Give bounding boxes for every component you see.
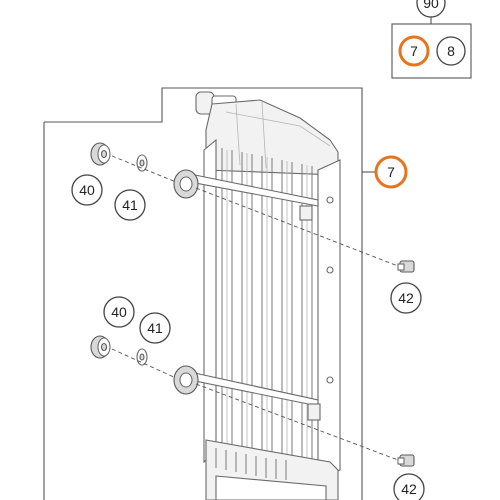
callout-washer-upper-ring [114,189,146,221]
top-tank [205,99,339,176]
bottom-outlet [215,475,327,500]
upper-screw [397,260,415,273]
top-tank-seam [235,103,241,166]
kit-item-7-ring [398,35,430,67]
callout-screw-lower[interactable]: 42 [393,473,425,500]
lower-grommet [90,335,111,359]
callout-grommet-upper-label: 40 [79,182,95,198]
lower-tab [307,403,321,421]
callout-radiator-ring [374,155,408,189]
callout-washer-lower[interactable]: 41 [139,312,171,344]
radiator-core-frame [203,138,217,464]
upper-leader-right [195,187,399,267]
top-tank-edge [225,111,331,147]
callout-screw-upper-label: 42 [398,290,414,306]
callout-grommet-upper-ring [71,174,103,206]
callout-grommet-lower[interactable]: 40 [103,296,135,328]
kit-item-8-ring [436,36,466,66]
rail-hole-1 [326,196,334,204]
kit-parent-callout[interactable]: 90 [416,0,446,18]
callout-grommet-upper[interactable]: 40 [71,174,103,206]
lower-leader-left [111,348,177,379]
callout-washer-lower-ring [139,312,171,344]
callout-washer-lower-label: 41 [147,320,163,336]
upper-leader-left [111,155,177,183]
upper-tab [299,205,313,221]
kit-item-8-callout[interactable]: 8 [436,36,466,66]
callout-screw-lower-label: 42 [401,481,417,497]
top-tank-seam-2 [261,101,267,169]
callout-radiator-label: 7 [387,164,395,180]
callout-screw-lower-ring [393,473,425,500]
callout-washer-upper-label: 41 [122,197,138,213]
lower-washer [136,348,148,366]
callout-washer-upper[interactable]: 41 [114,189,146,221]
kit-parent-label: 90 [423,0,439,11]
rail-hole-2 [326,266,334,274]
rail-hole-3 [326,376,334,384]
callout-radiator[interactable]: 7 [374,155,408,189]
kit-box: 90 7 8 [391,0,472,79]
radiator-illustration [173,91,341,500]
lower-mount-boss [173,365,199,395]
lower-leader-right [195,383,399,461]
callout-screw-upper-ring [390,282,422,314]
lower-screw [397,454,415,467]
callout-grommet-lower-label: 40 [111,304,127,320]
kit-item-7-label: 7 [410,43,418,59]
upper-washer [136,154,148,172]
callout-screw-upper[interactable]: 42 [390,282,422,314]
assembly-panel-outline [43,87,363,500]
kit-item-8-label: 8 [447,43,455,59]
kit-parent-ring [416,0,446,18]
kit-item-7-callout[interactable]: 7 [398,35,430,67]
callout-grommet-lower-ring [103,296,135,328]
bottom-tank-fins [215,448,287,480]
radiator-side-rail [317,159,341,479]
upper-mount-boss [173,169,199,199]
upper-grommet [90,142,111,166]
